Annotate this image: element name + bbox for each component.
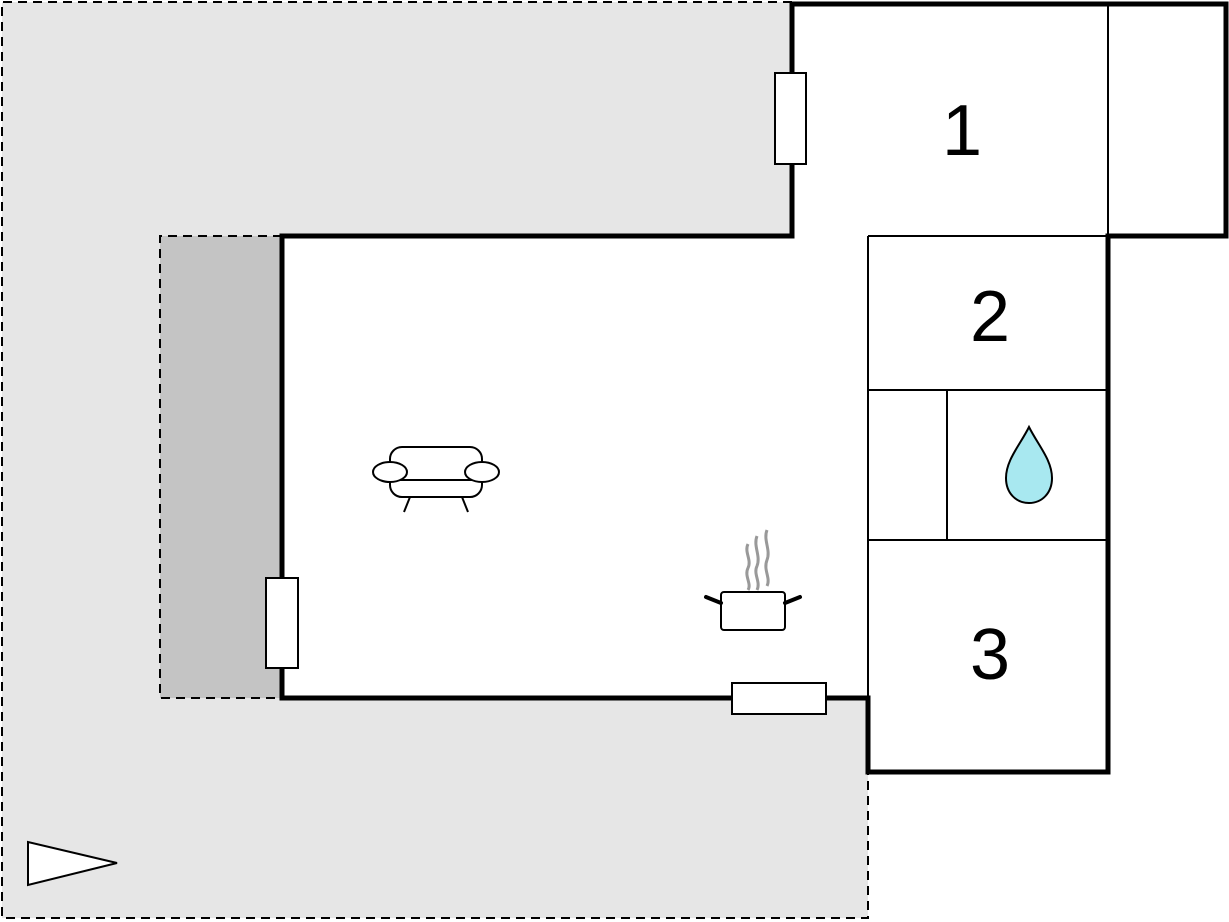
outdoor-area-border (1, 1, 869, 919)
exterior-walls (279, 1, 1229, 775)
room-2-label: 2 (970, 277, 1010, 357)
room-1 (792, 4, 1226, 236)
door-terrace (265, 577, 299, 669)
water-drop-icon (1004, 424, 1054, 505)
room-2 (868, 236, 1108, 390)
room-1-label: 1 (942, 91, 982, 171)
door-room-1 (774, 72, 807, 165)
covered-terrace-border (159, 235, 282, 699)
sofa-icon (372, 446, 500, 513)
north-arrow-icon (27, 840, 118, 887)
cooking-pot-icon (704, 529, 802, 631)
room-3-label: 3 (970, 615, 1010, 695)
bathroom (868, 390, 1108, 540)
covered-terrace (160, 236, 282, 698)
room-3 (868, 540, 1108, 772)
door-front (731, 682, 827, 715)
